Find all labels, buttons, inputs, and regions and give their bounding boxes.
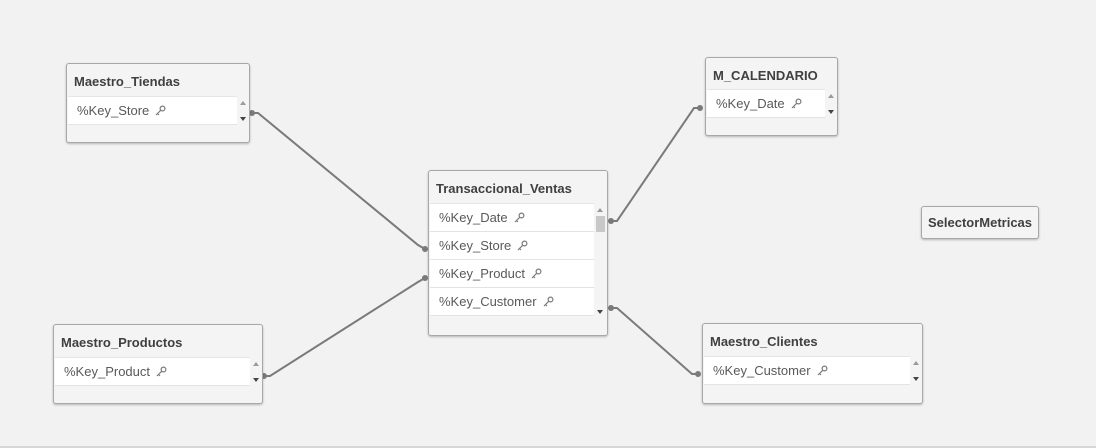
table-title: Maestro_Clientes — [710, 334, 818, 349]
table-transaccional-ventas[interactable]: Transaccional_Ventas %Key_Date %Key_Stor… — [428, 170, 608, 336]
table-title: M_CALENDARIO — [713, 68, 818, 83]
table-selector-metricas[interactable]: SelectorMetricas — [921, 206, 1039, 239]
scroll-thumb[interactable] — [596, 216, 605, 232]
table-m-calendario[interactable]: M_CALENDARIO %Key_Date — [705, 57, 838, 136]
scroll-up-arrow[interactable] — [253, 362, 259, 366]
key-icon — [514, 212, 525, 223]
field-list: %Key_Product — [55, 357, 262, 386]
link-ventas-calendario — [611, 107, 700, 222]
canvas-bottom-border — [0, 446, 1096, 448]
link-endpoint — [249, 110, 255, 116]
link-endpoint — [697, 105, 703, 111]
field-row[interactable]: %Key_Product — [55, 358, 250, 386]
key-icon — [543, 296, 554, 307]
field-row[interactable]: %Key_Product — [430, 260, 594, 288]
table-maestro-tiendas[interactable]: Maestro_Tiendas %Key_Store — [66, 63, 250, 143]
field-list: %Key_Date — [707, 89, 837, 118]
field-row[interactable]: %Key_Date — [430, 204, 594, 232]
field-scrollbar[interactable] — [595, 204, 606, 318]
field-name: %Key_Product — [439, 266, 525, 281]
field-name: %Key_Customer — [439, 294, 537, 309]
field-list: %Key_Customer — [704, 356, 922, 385]
link-endpoint — [422, 246, 428, 252]
field-name: %Key_Store — [77, 103, 150, 118]
link-endpoint — [422, 275, 428, 281]
field-scrollbar[interactable] — [238, 97, 249, 125]
scroll-down-arrow[interactable] — [253, 378, 259, 382]
field-scrollbar[interactable] — [826, 90, 837, 118]
scroll-down-arrow[interactable] — [240, 117, 246, 121]
scroll-up-arrow[interactable] — [828, 94, 834, 98]
key-icon — [791, 98, 802, 109]
key-icon — [156, 366, 167, 377]
table-title: Maestro_Tiendas — [74, 74, 180, 89]
table-title: Transaccional_Ventas — [436, 181, 572, 196]
table-maestro-productos[interactable]: Maestro_Productos %Key_Product — [53, 324, 263, 404]
field-name: %Key_Customer — [713, 363, 811, 378]
link-endpoint — [695, 371, 701, 377]
field-list: %Key_Date %Key_Store %Key_Product — [430, 203, 606, 318]
field-scrollbar[interactable] — [911, 357, 922, 385]
table-title: Maestro_Productos — [61, 335, 183, 350]
link-ventas-clientes — [611, 307, 698, 375]
table-title: SelectorMetricas — [927, 215, 1033, 230]
scroll-up-arrow[interactable] — [597, 208, 603, 212]
link-tiendas-ventas — [252, 112, 426, 250]
scroll-down-arrow[interactable] — [913, 377, 919, 381]
scroll-down-arrow[interactable] — [597, 310, 603, 314]
field-row[interactable]: %Key_Customer — [430, 288, 594, 316]
field-name: %Key_Date — [716, 96, 785, 111]
table-maestro-clientes[interactable]: Maestro_Clientes %Key_Customer — [702, 323, 923, 404]
field-row[interactable]: %Key_Store — [430, 232, 594, 260]
field-list: %Key_Store — [68, 96, 249, 125]
field-name: %Key_Date — [439, 210, 508, 225]
field-row[interactable]: %Key_Date — [707, 90, 825, 118]
field-name: %Key_Product — [64, 364, 150, 379]
field-name: %Key_Store — [439, 238, 512, 253]
scroll-up-arrow[interactable] — [240, 101, 246, 105]
field-row[interactable]: %Key_Store — [68, 97, 237, 125]
scroll-up-arrow[interactable] — [913, 361, 919, 365]
key-icon — [155, 105, 166, 116]
key-icon — [817, 365, 828, 376]
field-row[interactable]: %Key_Customer — [704, 357, 910, 385]
field-scrollbar[interactable] — [251, 358, 262, 386]
key-icon — [531, 268, 542, 279]
key-icon — [517, 240, 528, 251]
link-endpoint — [608, 305, 614, 311]
link-endpoint — [608, 218, 614, 224]
link-productos-ventas — [264, 277, 426, 377]
scroll-down-arrow[interactable] — [828, 110, 834, 114]
